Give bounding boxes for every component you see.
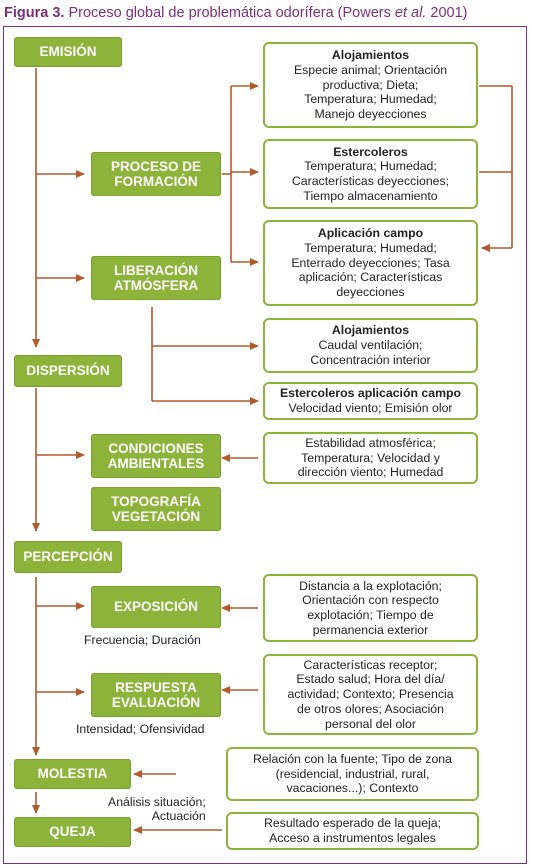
exposicion-line-2: Orientación con respecto (302, 593, 439, 608)
exposicion-detail-box: Distancia a la explotación; Orientación … (263, 574, 478, 642)
percepcion-box: PERCEPCIÓN (14, 541, 122, 573)
respuesta-label-1: RESPUESTA (115, 679, 197, 695)
respuesta-line-4: de otros olores; Asociación (297, 701, 444, 716)
frecuencia-label: Frecuencia; Duración (84, 633, 201, 647)
aplicacion-campo-box: Aplicación campo Temperatura; Humedad; E… (263, 220, 478, 306)
figure-title-year: 2001) (430, 5, 468, 21)
respuesta-line-3: actividad; Contexto; Presencia (287, 687, 454, 702)
alojamientos2-line-2: Concentración interior (310, 352, 431, 367)
alojamientos-line-2: productiva; Dieta; (322, 77, 419, 92)
queja-label: QUEJA (49, 824, 96, 840)
emision-label: EMISIÓN (39, 44, 97, 60)
exposicion-box: EXPOSICIÓN (91, 586, 221, 628)
alojamientos-box: Alojamientos Especie animal; Orientación… (263, 42, 478, 128)
molestia-line-1: Relación con la fuente; Tipo de zona (253, 751, 452, 766)
estercoleros-line-2: Características deyecciones; (291, 174, 450, 188)
condiciones-line-1: Estabilidad atmosférica; (305, 435, 436, 450)
aplicacion-line-1: Temperatura; Humedad; (304, 240, 437, 255)
figure-number: Figura 3. (4, 5, 65, 21)
respuesta-line-1: Características receptor; (303, 657, 438, 672)
topografia-label-2: VEGETACIÓN (111, 509, 201, 524)
estercoleros-campo-title: Estercoleros aplicación campo (279, 386, 462, 401)
intensidad-label: Intensidad; Ofensividad (76, 722, 205, 736)
figure-title-text: Proceso global de problemática odorífera… (68, 5, 391, 21)
figure-title-italic: et al. (394, 5, 427, 21)
exposicion-line-4: permanencia exterior (312, 622, 429, 637)
proceso-label-1: PROCESO DE (110, 158, 202, 174)
queja-line-1: Resultado esperado de la queja; (263, 816, 442, 831)
proceso-label-2: FORMACIÓN (114, 174, 198, 189)
estercoleros-title: Estercoleros (333, 144, 408, 159)
aplicacion-line-3: aplicación; Características (298, 270, 443, 285)
emision-box: EMISIÓN (14, 37, 122, 67)
alojamientos2-line-1: Caudal ventilación; (318, 338, 423, 353)
liberacion-label-1: LIBERACIÓN (114, 262, 198, 278)
percepcion-label: PERCEPCIÓN (23, 549, 113, 565)
molestia-box: MOLESTIA (14, 759, 131, 789)
condiciones-line-3: dirección viento; Humedad (297, 465, 444, 480)
respuesta-line-5: personal del olor (325, 716, 416, 731)
analisis-line-2: Actuación (151, 809, 206, 824)
estercoleros-box: Estercoleros Temperatura; Humedad; Carac… (263, 139, 478, 209)
condiciones-detail-box: Estabilidad atmosférica; Temperatura; Ve… (263, 432, 478, 484)
analisis-label: Análisis situación;Actuación (108, 795, 206, 823)
exposicion-line-3: explotación; Tiempo de (307, 608, 434, 622)
alojamientos-ventilacion-box: Alojamientos Caudal ventilación; Concent… (263, 318, 478, 373)
estercoleros-campo-line-1: Velocidad viento; Emisión olor (288, 401, 453, 415)
molestia-line-3: vacaciones...); Contexto (286, 781, 419, 796)
dispersion-label: DISPERSIÓN (26, 363, 110, 379)
respuesta-detail-box: Características receptor; Estado salud; … (263, 654, 478, 735)
estercoleros-line-1: Temperatura; Humedad; (304, 159, 437, 174)
condiciones-label-2: AMBIENTALES (107, 456, 205, 471)
dispersion-box: DISPERSIÓN (14, 355, 122, 387)
analisis-line-1: Análisis situación; (108, 795, 206, 809)
aplicacion-line-2: Enterrado deyecciones; Tasa (291, 255, 450, 270)
exposicion-label: EXPOSICIÓN (113, 599, 199, 615)
molestia-line-2: (residencial, industrial, rural, (275, 766, 430, 781)
respuesta-line-2: Estado salud; Hora del día/ (296, 672, 445, 687)
exposicion-line-1: Distancia a la explotación; (299, 578, 442, 593)
aplicacion-line-4: deyecciones (336, 285, 405, 300)
queja-box: QUEJA (14, 817, 131, 847)
estercoleros-campo-box: Estercoleros aplicación campo Velocidad … (263, 382, 478, 420)
alojamientos-line-4: Manejo deyecciones (314, 107, 427, 122)
respuesta-label-2: EVALUACIÓN (111, 695, 201, 710)
estercoleros-line-3: Tiempo almacenamiento (303, 188, 438, 203)
molestia-detail-box: Relación con la fuente; Tipo de zona (re… (226, 747, 479, 801)
alojamientos-title: Alojamientos (331, 48, 410, 63)
condiciones-line-2: Temperatura; Velocidad y (301, 450, 440, 465)
alojamientos-line-3: Temperatura; Humedad; (304, 92, 437, 107)
topografia-label-1: TOPOGRAFÍA (111, 493, 201, 509)
figure-title: Figura 3. Proceso global de problemática… (4, 5, 467, 21)
molestia-label: MOLESTIA (37, 766, 108, 782)
queja-detail-box: Resultado esperado de la queja; Acceso a… (226, 812, 479, 850)
alojamientos-line-1: Especie animal; Orientación (293, 62, 448, 77)
liberacion-label-2: ATMÓSFERA (113, 278, 199, 293)
queja-line-2: Acceso a instrumentos legales (269, 831, 436, 845)
aplicacion-title: Aplicación campo (317, 226, 424, 241)
alojamientos2-title: Alojamientos (331, 323, 410, 338)
condiciones-label-1: CONDICIONES (108, 440, 204, 456)
